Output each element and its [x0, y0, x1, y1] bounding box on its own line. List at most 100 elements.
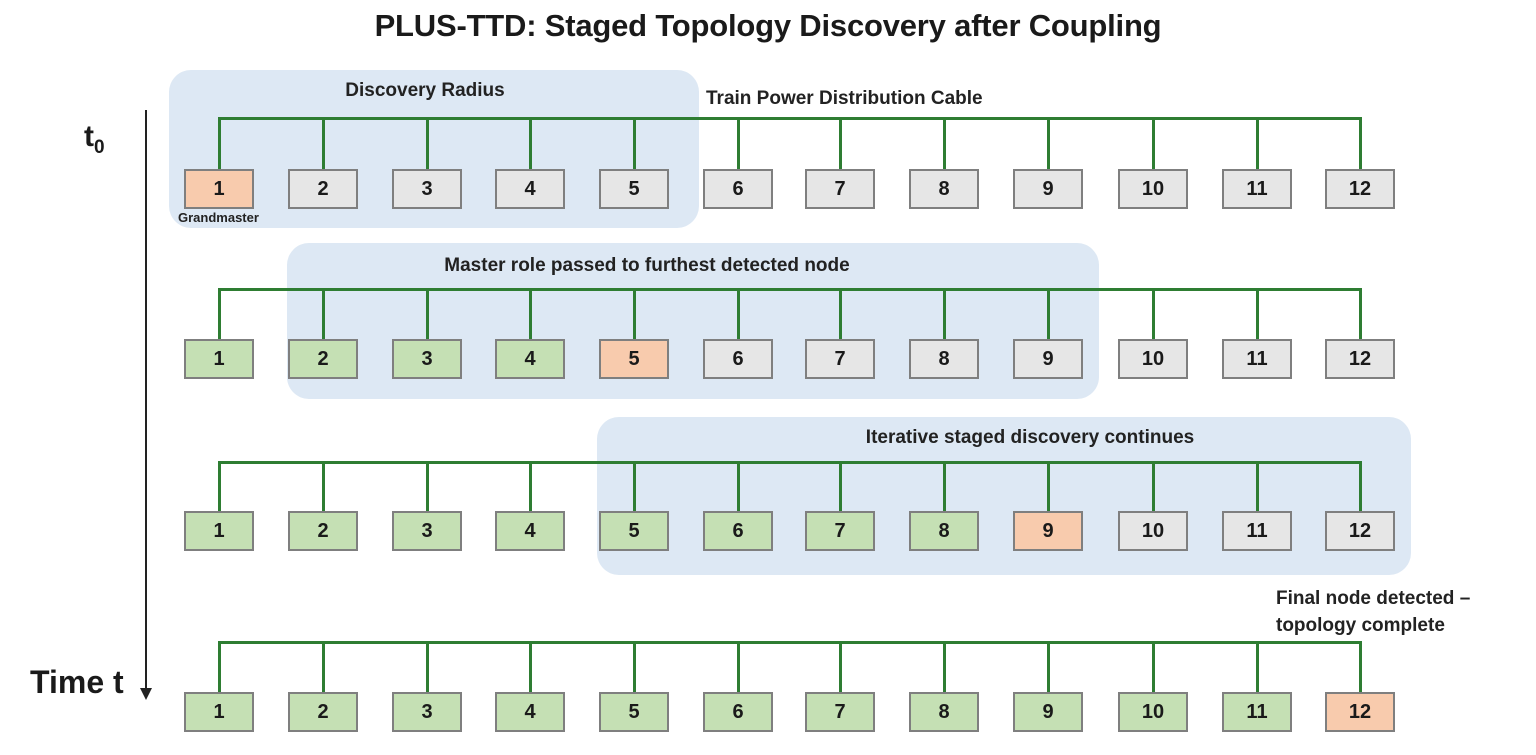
node-2-detected: 2	[288, 511, 358, 551]
node-1-detected: 1	[184, 692, 254, 732]
node-9-pending: 9	[1013, 169, 1083, 209]
cable-drop	[218, 461, 221, 511]
power-cable-bus	[218, 641, 1362, 644]
final-annotation-line-1: Final node detected –	[1276, 588, 1471, 609]
cable-drop	[943, 117, 946, 169]
node-7-detected: 7	[805, 692, 875, 732]
final-annotation: Final node detected – topology complete	[1276, 585, 1470, 639]
node-6-pending: 6	[703, 169, 773, 209]
node-1-detected: 1	[184, 339, 254, 379]
node-8-detected: 8	[909, 511, 979, 551]
node-3-detected: 3	[392, 511, 462, 551]
node-3-detected: 3	[392, 692, 462, 732]
cable-drop	[1359, 117, 1362, 169]
node-6-detected: 6	[703, 692, 773, 732]
cable-drop	[529, 117, 532, 169]
node-8-pending: 8	[909, 169, 979, 209]
node-11-detected: 11	[1222, 692, 1292, 732]
node-12-master: 12	[1325, 692, 1395, 732]
node-9-detected: 9	[1013, 692, 1083, 732]
node-12-pending: 12	[1325, 511, 1395, 551]
node-8-pending: 8	[909, 339, 979, 379]
node-12-pending: 12	[1325, 339, 1395, 379]
node-10-detected: 10	[1118, 692, 1188, 732]
cable-drop	[322, 641, 325, 692]
power-cable-bus	[218, 288, 1362, 291]
cable-drop	[1047, 288, 1050, 339]
cable-drop	[943, 641, 946, 692]
cable-drop	[633, 461, 636, 511]
cable-drop	[737, 288, 740, 339]
node-5-master: 5	[599, 339, 669, 379]
cable-drop	[529, 641, 532, 692]
cable-drop	[943, 461, 946, 511]
node-4-detected: 4	[495, 511, 565, 551]
power-cable-bus	[218, 461, 1362, 464]
cable-drop	[1152, 641, 1155, 692]
node-9-pending: 9	[1013, 339, 1083, 379]
cable-drop	[1359, 288, 1362, 339]
cable-drop	[322, 117, 325, 169]
cable-drop	[322, 288, 325, 339]
cable-drop	[1359, 641, 1362, 692]
node-4-pending: 4	[495, 169, 565, 209]
cable-drop	[943, 288, 946, 339]
cable-drop	[737, 461, 740, 511]
cable-drop	[839, 461, 842, 511]
cable-drop	[633, 288, 636, 339]
cable-drop	[1152, 117, 1155, 169]
cable-drop	[1047, 641, 1050, 692]
node-4-detected: 4	[495, 692, 565, 732]
cable-drop	[839, 117, 842, 169]
cable-label: Train Power Distribution Cable	[706, 88, 983, 109]
node-10-pending: 10	[1118, 339, 1188, 379]
power-cable-bus	[218, 117, 1362, 120]
cable-drop	[1152, 288, 1155, 339]
node-3-detected: 3	[392, 339, 462, 379]
cable-drop	[1256, 288, 1259, 339]
cable-drop	[426, 461, 429, 511]
time-start-subscript: 0	[94, 137, 105, 158]
cable-drop	[426, 288, 429, 339]
cable-drop	[1359, 461, 1362, 511]
cable-drop	[218, 641, 221, 692]
region-label-stage-2: Master role passed to furthest detected …	[444, 255, 850, 276]
time-start-label: t0	[84, 120, 105, 159]
node-11-pending: 11	[1222, 169, 1292, 209]
node-1-master: 1	[184, 169, 254, 209]
node-7-pending: 7	[805, 169, 875, 209]
node-7-detected: 7	[805, 511, 875, 551]
node-2-detected: 2	[288, 339, 358, 379]
node-9-master: 9	[1013, 511, 1083, 551]
node-5-pending: 5	[599, 169, 669, 209]
cable-drop	[1152, 461, 1155, 511]
cable-drop	[737, 117, 740, 169]
cable-drop	[426, 117, 429, 169]
node-2-pending: 2	[288, 169, 358, 209]
cable-drop	[1256, 117, 1259, 169]
node-5-detected: 5	[599, 692, 669, 732]
final-annotation-line-2: topology complete	[1276, 615, 1445, 636]
time-start-symbol: t	[84, 120, 94, 153]
node-3-pending: 3	[392, 169, 462, 209]
time-arrow-icon	[140, 688, 152, 700]
node-5-detected: 5	[599, 511, 669, 551]
cable-drop	[1256, 461, 1259, 511]
cable-drop	[737, 641, 740, 692]
cable-drop	[839, 288, 842, 339]
diagram-title: PLUS-TTD: Staged Topology Discovery afte…	[374, 8, 1162, 43]
cable-drop	[633, 641, 636, 692]
node-10-pending: 10	[1118, 511, 1188, 551]
cable-drop	[839, 641, 842, 692]
node-1-detected: 1	[184, 511, 254, 551]
region-label-stage-3: Iterative staged discovery continues	[865, 427, 1195, 448]
cable-drop	[426, 641, 429, 692]
cable-drop	[1256, 641, 1259, 692]
time-axis-line	[145, 110, 147, 690]
cable-drop	[218, 117, 221, 169]
cable-drop	[529, 288, 532, 339]
node-12-pending: 12	[1325, 169, 1395, 209]
node-10-pending: 10	[1118, 169, 1188, 209]
node-7-pending: 7	[805, 339, 875, 379]
cable-drop	[218, 288, 221, 339]
